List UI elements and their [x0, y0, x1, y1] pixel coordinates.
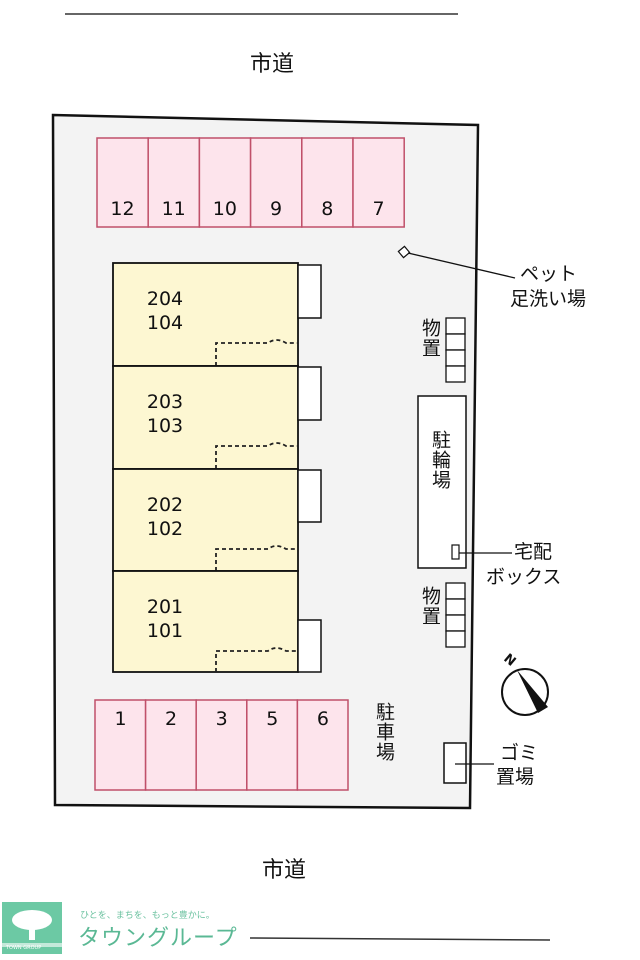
- parking-space: [147, 137, 201, 228]
- parking-space: [198, 137, 252, 228]
- bicycle-parking-label: 駐輪場: [429, 430, 451, 490]
- storage-cell: [445, 317, 466, 335]
- storage-cell: [445, 614, 466, 632]
- logo-slogan: ひとを、まちを、もっと豊かに。: [80, 911, 215, 921]
- storage-cell: [445, 630, 466, 648]
- storage-label-lower: 物置: [419, 586, 441, 626]
- delivery-box-label-line1: 宅配: [514, 541, 553, 563]
- parking-space: [195, 699, 248, 791]
- garbage-label-line1: ゴミ: [500, 742, 539, 764]
- garbage-label-line2: 置場: [496, 766, 535, 788]
- road-edge-bottom: [249, 937, 551, 941]
- logo-brand: タウングループ: [78, 926, 238, 951]
- storage-cell: [445, 598, 466, 616]
- dashed-outline: [215, 647, 298, 672]
- parking-space: [352, 137, 405, 228]
- storage-unit-upper: [445, 317, 466, 383]
- delivery-box-marker: [451, 544, 460, 560]
- parking-space-number: 3: [215, 708, 228, 730]
- balcony: [297, 264, 322, 319]
- parking-top-row: [96, 137, 405, 228]
- building: [112, 262, 322, 673]
- balcony: [297, 619, 322, 673]
- unit-block: [112, 570, 299, 673]
- parking-space-number: 6: [316, 708, 329, 730]
- storage-unit-lower: [445, 582, 466, 648]
- dashed-outline: [215, 339, 298, 366]
- parking-space: [94, 699, 147, 791]
- unit-number-upper: 203: [146, 391, 184, 413]
- delivery-box-label-line2: ボックス: [486, 566, 562, 588]
- parking-space-number: 9: [270, 198, 283, 220]
- storage-label-upper: 物置: [419, 318, 441, 358]
- storage-cell: [445, 349, 466, 367]
- unit-number-lower: 102: [146, 518, 184, 540]
- parking-space: [96, 137, 149, 228]
- parking-space: [296, 699, 349, 791]
- garbage-area: [443, 742, 467, 784]
- unit-number-upper: 201: [146, 596, 184, 618]
- unit-number-upper: 202: [146, 494, 184, 516]
- balcony: [297, 469, 322, 523]
- bicycle-parking-area: [417, 395, 467, 569]
- parking-space: [246, 699, 299, 791]
- dashed-outline: [215, 545, 298, 571]
- logo-mark-text: TOWN GROUP: [6, 945, 42, 951]
- parking-space-number: 12: [110, 198, 135, 220]
- unit-number-lower: 103: [146, 415, 184, 437]
- dashed-outline: [215, 442, 298, 469]
- unit-number-lower: 104: [146, 312, 184, 334]
- parking-space-number: 10: [212, 198, 237, 220]
- pet-wash-label-line2: 足洗い場: [510, 288, 587, 310]
- parking-bottom-row: [94, 699, 349, 791]
- logo-mark: [2, 902, 62, 954]
- pet-wash-leader: [407, 252, 516, 279]
- balcony: [297, 366, 322, 421]
- car-parking-label: 駐車場: [373, 702, 395, 762]
- storage-cell: [445, 582, 466, 600]
- unit-number-upper: 204: [146, 288, 184, 310]
- road-label-top: 市道: [250, 52, 295, 77]
- road-label-bottom: 市道: [262, 858, 307, 883]
- parking-space-number: 5: [266, 708, 279, 730]
- parking-space-number: 11: [161, 198, 186, 220]
- storage-cell: [445, 333, 466, 351]
- parking-space-number: 1: [114, 708, 127, 730]
- storage-cell: [445, 365, 466, 383]
- unit-block: [112, 262, 299, 367]
- parking-space: [144, 699, 197, 791]
- pet-wash-label-line1: ペット: [520, 263, 578, 285]
- unit-number-lower: 101: [146, 620, 184, 642]
- compass-icon: [501, 668, 549, 716]
- parking-space-number: 7: [372, 198, 385, 220]
- parking-space-number: 8: [321, 198, 334, 220]
- unit-block: [112, 365, 299, 470]
- pet-wash-marker: [397, 245, 411, 259]
- parking-space-number: 2: [165, 708, 178, 730]
